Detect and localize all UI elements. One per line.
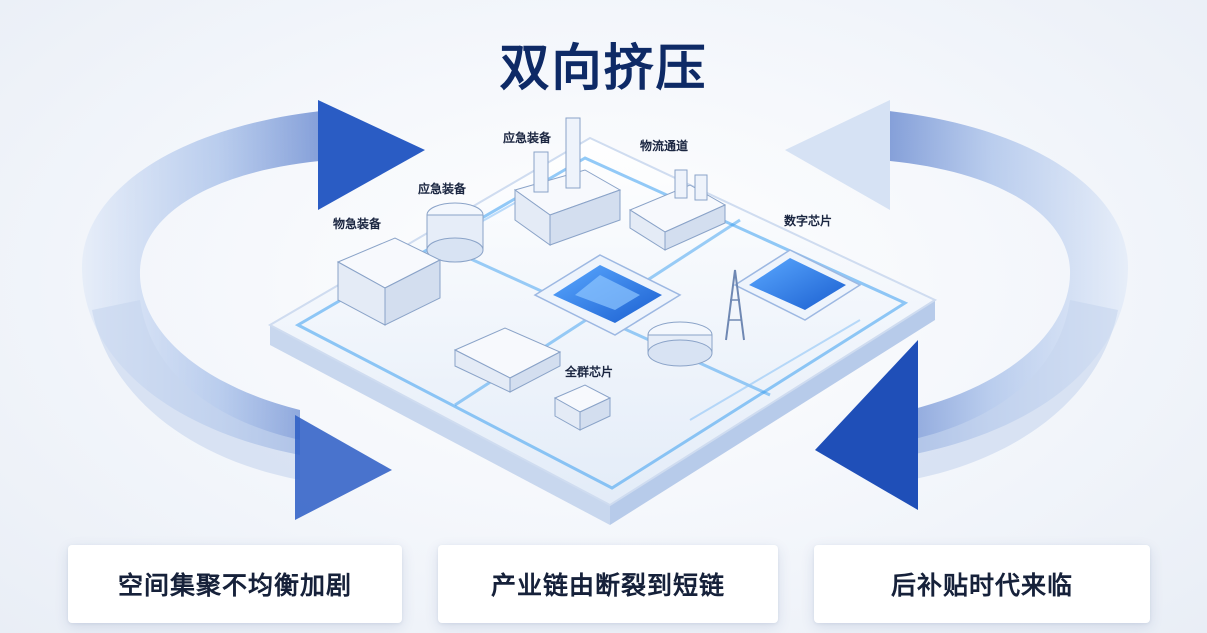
- card-post-subsidy: 后补贴时代来临: [814, 545, 1150, 623]
- box-icon: [553, 384, 612, 431]
- card-label: 后补贴时代来临: [890, 571, 1073, 600]
- chip-icon: [733, 249, 862, 321]
- card-spatial-imbalance: 空间集聚不均衡加剧: [68, 545, 402, 623]
- warehouse-icon: [628, 169, 727, 251]
- label-center-bottom: 全群芯片: [564, 364, 613, 379]
- card-supply-chain: 产业链由断裂到短链: [438, 545, 778, 623]
- factory-icon: [513, 117, 622, 246]
- label-logistics: 物流通道: [640, 138, 688, 153]
- tower-icon: [725, 269, 745, 341]
- label-digital-chip: 数字芯片: [784, 213, 832, 228]
- cycle-arrow-left-icon: [81, 100, 425, 520]
- tank-icon: [426, 202, 484, 263]
- label-far-left-warehouse: 物急装备: [333, 216, 382, 231]
- warehouse-icon: [336, 237, 442, 326]
- card-label: 产业链由断裂到短链: [490, 571, 725, 600]
- label-top-building: 应急装备: [503, 130, 552, 145]
- label-left-tank: 应急装备: [418, 181, 467, 196]
- building-icon: [453, 327, 562, 393]
- chip-icon: [533, 254, 682, 336]
- card-label: 空间集聚不均衡加剧: [117, 571, 352, 600]
- cycle-arrow-right-icon: [785, 100, 1129, 510]
- page-title: 双向挤压: [499, 39, 708, 97]
- round-building-icon: [647, 321, 713, 367]
